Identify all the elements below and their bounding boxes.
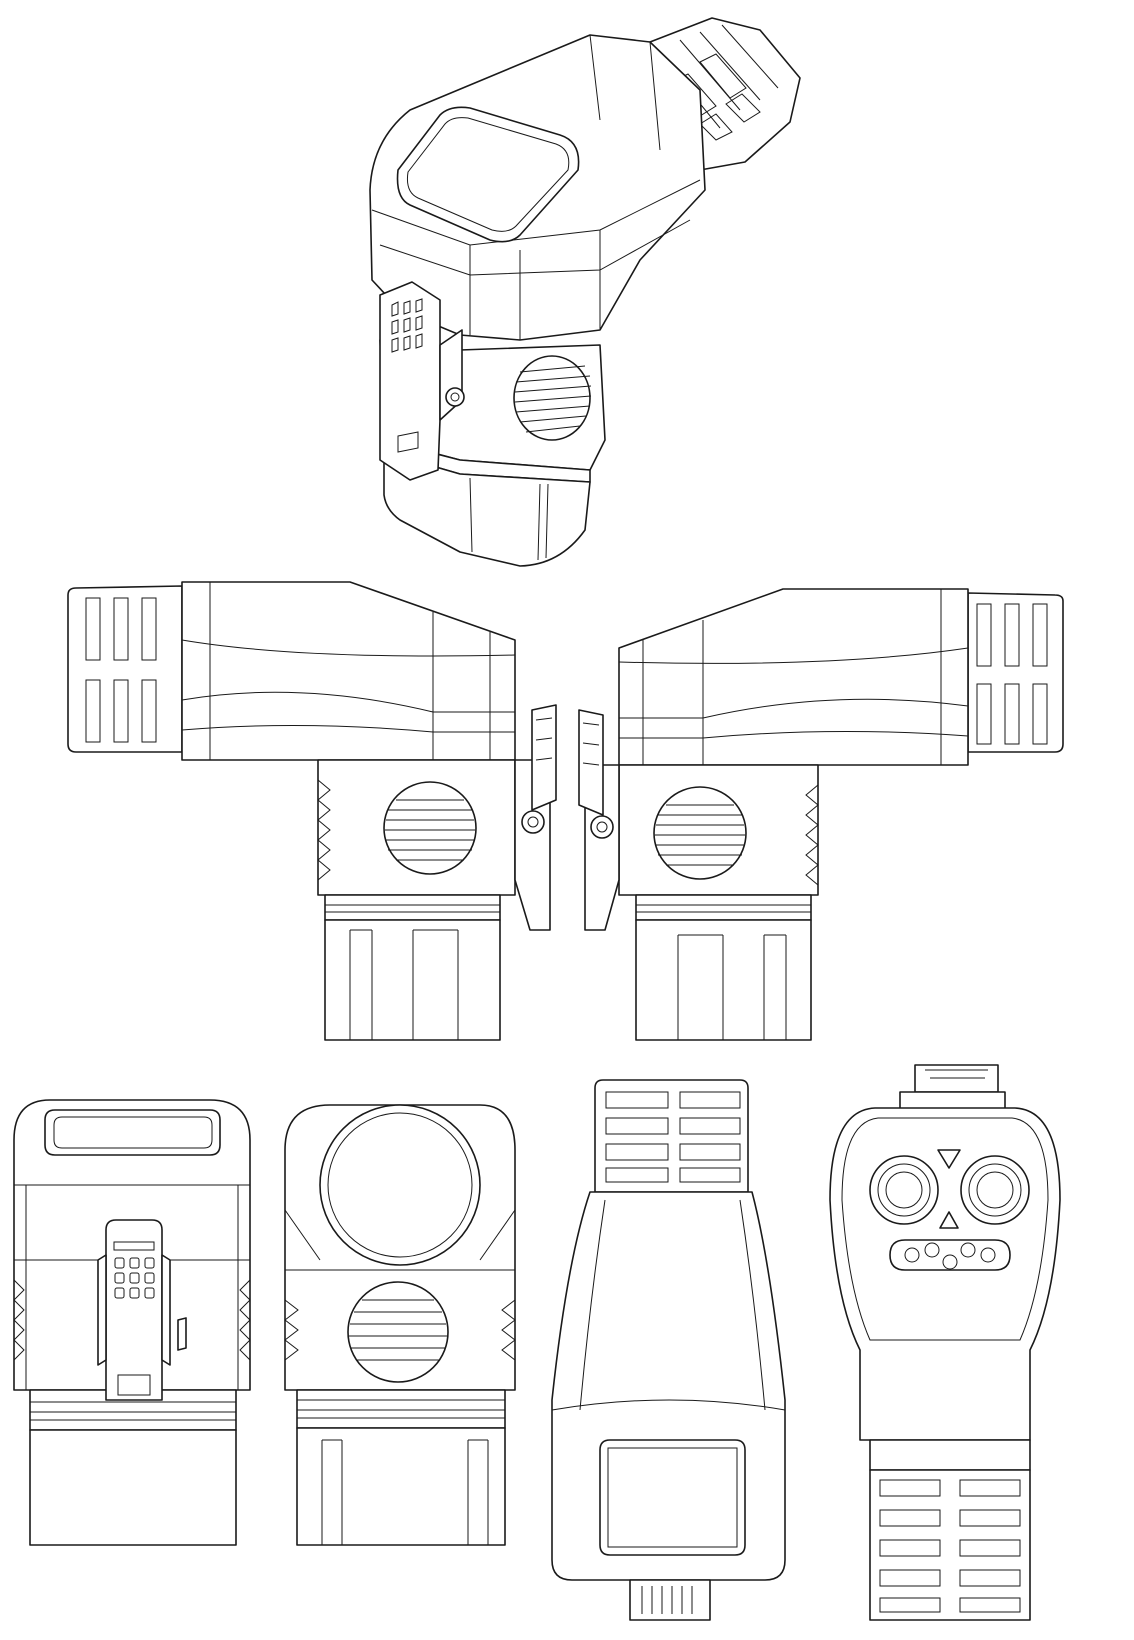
left-side-view bbox=[67, 581, 557, 1041]
perspective-view bbox=[369, 17, 801, 567]
strain-relief-right bbox=[967, 592, 1064, 753]
strain-relief-left bbox=[67, 585, 183, 753]
upper-housing bbox=[369, 34, 706, 341]
cable-face-view bbox=[284, 1104, 516, 1546]
lower-body-left bbox=[317, 759, 516, 1041]
mating-face-view bbox=[829, 1064, 1061, 1621]
latch-face-view bbox=[13, 1099, 251, 1546]
latch-left bbox=[514, 704, 557, 931]
right-side-view bbox=[578, 588, 1064, 1041]
lower-body-right bbox=[618, 764, 819, 1041]
latch bbox=[379, 281, 465, 481]
latch-right bbox=[578, 709, 620, 931]
upper-housing-left bbox=[181, 581, 516, 761]
upper-housing-right bbox=[618, 588, 969, 766]
top-view bbox=[551, 1079, 786, 1621]
